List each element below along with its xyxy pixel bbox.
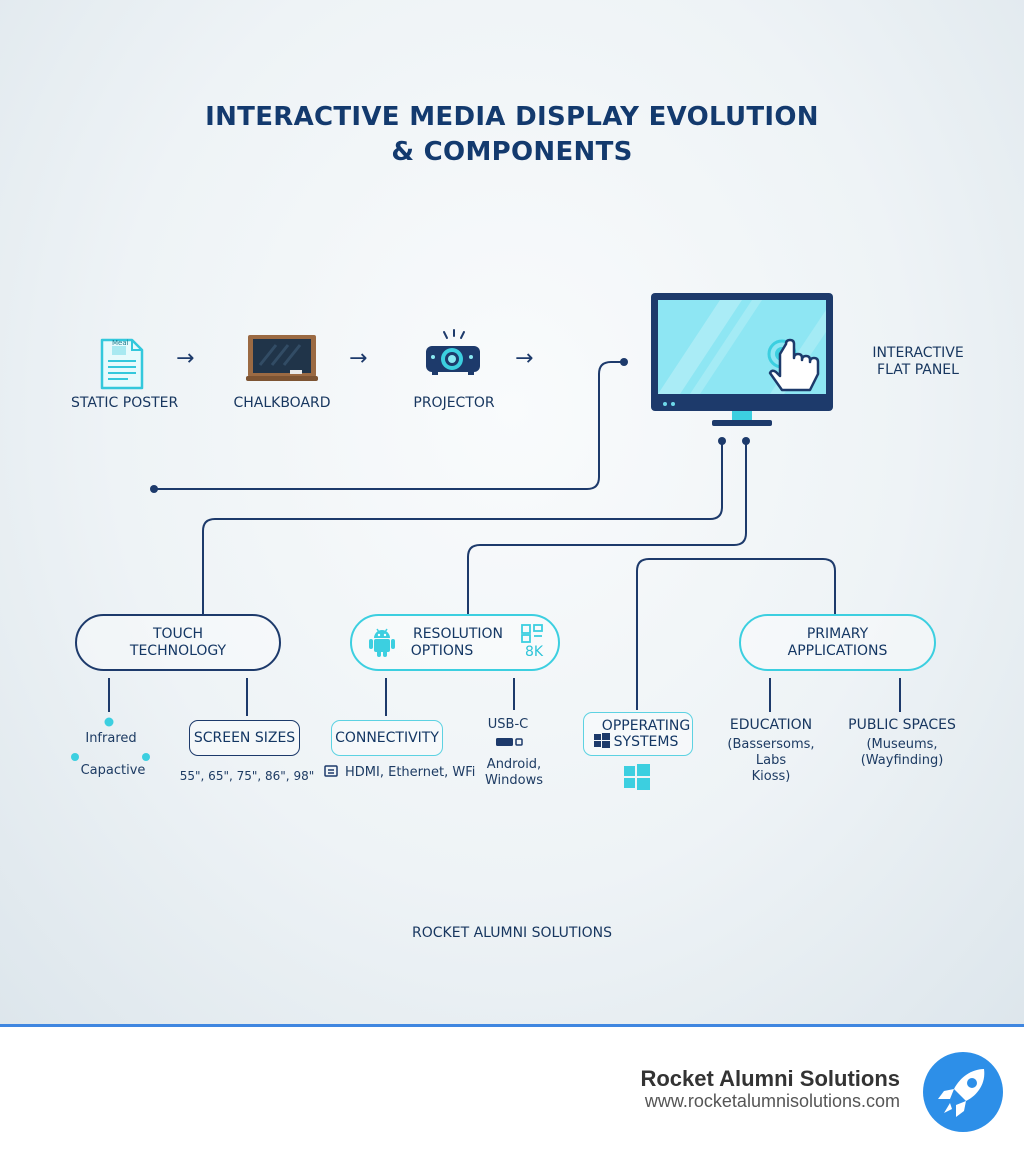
public-spaces-detail-line2: (Wayfinding) — [860, 753, 944, 768]
evolution-arrow: → — [349, 346, 368, 371]
education-detail-line3: Kioss) — [751, 769, 791, 784]
ports-list: HDMI, Ethernet, WFi — [345, 765, 476, 780]
resolution-options-line2: OPTIONS — [410, 642, 474, 659]
poster-icon — [100, 338, 144, 390]
usbc-port-icon — [496, 738, 523, 746]
footer-divider — [0, 1024, 1024, 1027]
diagram-canvas: INTERACTIVE MEDIA DISPLAY EVOLUTION & CO… — [0, 0, 1024, 1024]
operating-systems-line2: SYSTEMS — [613, 734, 679, 750]
windows-small-icon — [594, 733, 610, 748]
panel-to-touch-connector — [202, 442, 723, 614]
connector-dot — [718, 437, 726, 445]
footer-brand-url[interactable]: www.rocketalumnisolutions.com — [644, 1091, 900, 1111]
primary-applications-line2: APPLICATIONS — [787, 642, 888, 659]
panel-to-evolution-connector — [154, 361, 624, 490]
rocket-logo-icon — [923, 1052, 1003, 1132]
primary-applications-line1: PRIMARY — [806, 625, 869, 642]
connector-lines — [71, 358, 901, 761]
screen-sizes-list: 55", 65", 75", 86", 98" — [179, 769, 315, 783]
capacitive-label: Capactive — [80, 763, 146, 778]
capacitive-dot-right — [142, 753, 150, 761]
education-detail-line2: Labs — [755, 753, 787, 768]
public-spaces-label: PUBLIC SPACES — [848, 717, 956, 733]
touch-technology-line1: TOUCH — [152, 625, 204, 642]
footer-bar — [0, 1027, 1024, 1154]
projector-icon — [426, 329, 480, 375]
infrared-label: Infrared — [85, 731, 137, 746]
flat-panel-label-line2: FLAT PANEL — [877, 362, 959, 378]
credit-text: ROCKET ALUMNI SOLUTIONS — [412, 925, 612, 941]
diagram-title-line2: & COMPONENTS — [391, 137, 633, 167]
display-grid-icon — [521, 624, 543, 643]
operating-systems-tag: OPPERATING SYSTEMS — [583, 712, 693, 756]
chalkboard-label: CHALKBOARD — [233, 395, 331, 411]
screen-sizes-label: SCREEN SIZES — [193, 730, 296, 746]
connector-dot — [620, 358, 628, 366]
infrared-dot — [104, 717, 114, 727]
education-label: EDUCATION — [729, 717, 813, 733]
android-icon — [369, 628, 395, 657]
connector-dot — [742, 437, 750, 445]
public-spaces-detail-line1: (Museums, — [866, 737, 938, 752]
flat-panel-label-line1: INTERACTIVE — [872, 345, 964, 361]
connectivity-tag: CONNECTIVITY — [331, 720, 443, 756]
connector-dot — [150, 485, 158, 493]
resolution-options-line1: RESOLUTION — [412, 625, 503, 642]
applications-connector — [636, 558, 836, 710]
operating-systems-line1: OPPERATING — [601, 718, 691, 734]
os-windows-label: Windows — [484, 773, 544, 788]
connectivity-label: CONNECTIVITY — [335, 730, 439, 746]
diagram-title-line1: INTERACTIVE MEDIA DISPLAY EVOLUTION — [205, 102, 819, 132]
os-android-label: Android, — [486, 757, 542, 772]
windows-logo-icon — [624, 764, 650, 790]
touch-technology-pill: TOUCH TECHNOLOGY — [75, 614, 281, 671]
resolution-8k-badge: 8K — [524, 644, 544, 660]
education-detail-line1: (Bassersoms, — [727, 737, 815, 752]
evolution-arrow: → — [176, 346, 195, 371]
capacitive-dot-left — [71, 753, 79, 761]
port-icon — [324, 765, 338, 777]
usbc-label: USB-C — [487, 717, 529, 732]
panel-to-resolution-connector — [467, 442, 747, 614]
projector-label: PROJECTOR — [413, 395, 495, 411]
poster-icon-text: Meal — [112, 339, 129, 347]
chalkboard-icon — [246, 335, 318, 381]
touch-technology-line2: TECHNOLOGY — [129, 642, 227, 659]
touch-hand-icon — [767, 338, 820, 392]
evolution-arrow: → — [515, 346, 534, 371]
primary-applications-pill: PRIMARY APPLICATIONS — [739, 614, 936, 671]
footer-brand-name: Rocket Alumni Solutions — [640, 1066, 900, 1091]
static-poster-label: STATIC POSTER — [71, 395, 179, 411]
screen-sizes-tag: SCREEN SIZES — [189, 720, 300, 756]
